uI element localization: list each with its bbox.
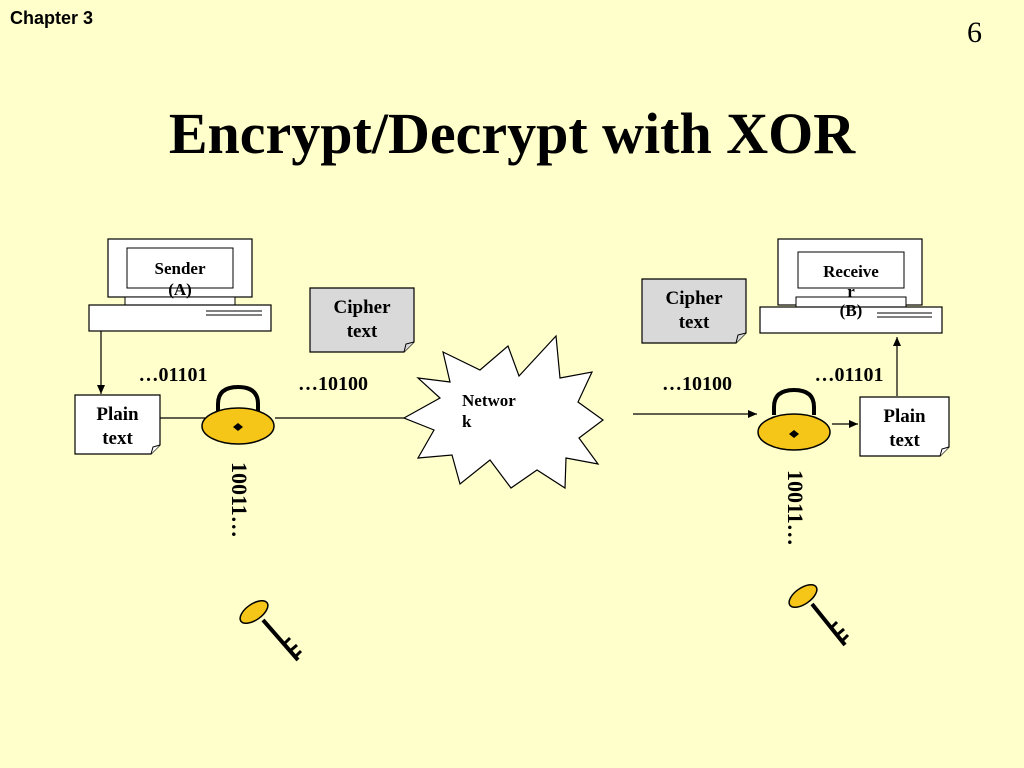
chapter-label: Chapter 3: [10, 8, 94, 28]
receiver-label-line1: Receive: [823, 262, 879, 281]
left-plain-bits: …01101: [138, 364, 208, 386]
receiver-label: Receive r (B): [798, 262, 904, 321]
right-ciphertext-line2: text: [678, 311, 710, 333]
right-key-icon: [788, 583, 850, 647]
left-plaintext-label: Plain text: [75, 403, 160, 451]
right-ciphertext-line1: Cipher: [665, 288, 723, 309]
left-plaintext-line2: text: [102, 427, 133, 449]
right-plaintext-line2: text: [889, 429, 920, 451]
receiver-label-line3: (B): [839, 301, 863, 321]
left-ciphertext-label: Cipher text: [310, 296, 414, 344]
left-plaintext-document: [74, 394, 161, 455]
left-key-icon: [239, 599, 303, 662]
left-ciphertext-line2: text: [346, 320, 378, 342]
network-label: Networ k: [462, 390, 542, 433]
slide-title: Encrypt/Decrypt with XOR: [168, 101, 856, 166]
left-ciphertext-line1: Cipher: [333, 297, 391, 318]
left-plaintext-line1: Plain: [96, 404, 139, 425]
left-ciphertext-document: [309, 287, 415, 353]
right-plain-bits: …01101: [814, 364, 884, 386]
sender-computer-icon: [88, 238, 272, 332]
right-ciphertext-document: [641, 278, 747, 344]
left-key-bits: 10011…: [227, 462, 252, 538]
right-key-bits: 10011…: [783, 470, 808, 546]
network-label-line1: Networ: [462, 391, 516, 410]
right-cipher-bits: …10100: [662, 373, 732, 395]
receiver-label-line2: r: [847, 281, 855, 301]
right-plaintext-line1: Plain: [883, 406, 926, 427]
right-lock-icon: [757, 387, 831, 451]
right-plaintext-document: [859, 396, 950, 457]
sender-label-line2: (A): [168, 280, 192, 300]
network-label-line2: k: [462, 412, 472, 432]
receiver-computer-icon: [759, 238, 943, 334]
right-ciphertext-label: Cipher text: [642, 287, 746, 335]
left-lock-icon: [201, 384, 275, 445]
left-cipher-bits: …10100: [298, 373, 368, 395]
right-plaintext-label: Plain text: [860, 405, 949, 453]
sender-label: Sender (A): [127, 258, 233, 301]
page-number: 6: [967, 16, 982, 49]
sender-label-line1: Sender: [154, 259, 206, 278]
network-cloud-icon: [402, 334, 605, 490]
